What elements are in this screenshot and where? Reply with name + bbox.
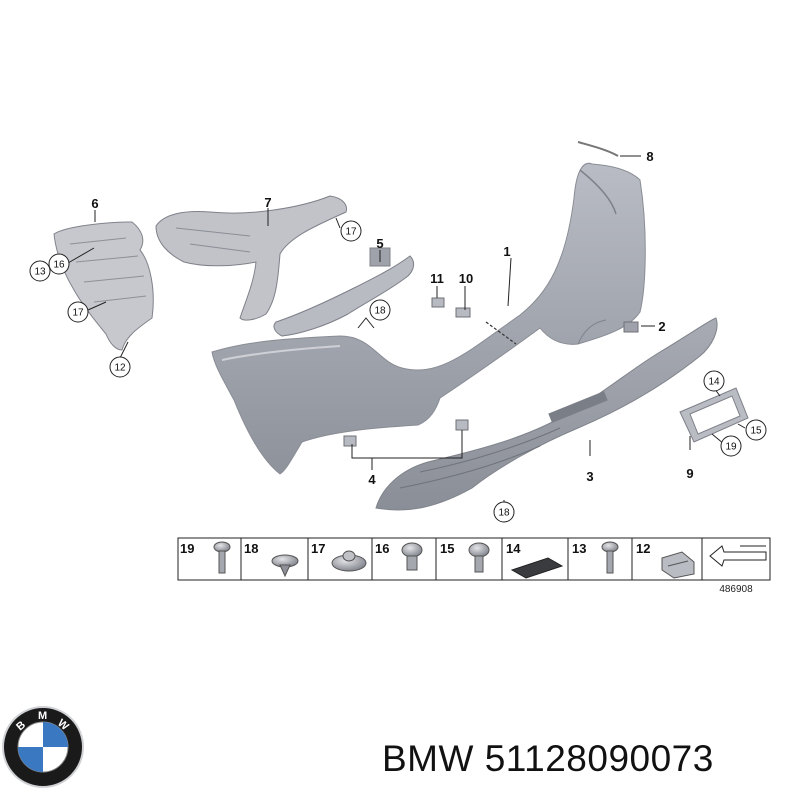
drawing-number: 486908 <box>719 584 753 595</box>
circled-callout-12: 12 <box>109 356 131 378</box>
strip-number-15: 15 <box>440 541 454 556</box>
callout-10: 10 <box>459 271 473 286</box>
foam-pad-14-icon <box>510 557 564 579</box>
exhaust-frame-part <box>679 387 749 443</box>
callout-8: 8 <box>646 149 653 164</box>
callout-3: 3 <box>586 469 593 484</box>
svg-text:18: 18 <box>374 306 386 317</box>
clip-nut-12-icon <box>661 551 695 579</box>
trim-strip-part <box>577 141 619 157</box>
callout-5: 5 <box>376 236 383 251</box>
svg-text:14: 14 <box>708 377 720 388</box>
bmw-logo: B M W <box>2 706 84 788</box>
strip-number-14: 14 <box>506 541 521 556</box>
small-clips <box>343 297 639 447</box>
callout-9: 9 <box>686 466 693 481</box>
screw-13-icon <box>601 541 619 574</box>
strip-number-18: 18 <box>244 541 258 556</box>
part-number: 51128090073 <box>484 738 714 779</box>
screw-16-icon <box>401 542 423 571</box>
callout-7: 7 <box>264 195 271 210</box>
callout-2: 2 <box>658 319 665 334</box>
svg-text:12: 12 <box>114 363 126 374</box>
svg-text:17: 17 <box>345 227 357 238</box>
circled-callout-13: 13 <box>29 260 51 282</box>
svg-text:18: 18 <box>498 508 510 519</box>
svg-text:17: 17 <box>72 308 84 319</box>
strip-number-19: 19 <box>180 541 194 556</box>
rear-diffuser-part <box>375 317 718 511</box>
strip-number-12: 12 <box>636 541 650 556</box>
circled-callout-15: 15 <box>745 419 767 441</box>
bumper-cover-part <box>211 162 646 475</box>
svg-text:16: 16 <box>53 260 65 271</box>
nut-18-icon <box>271 554 299 578</box>
circled-callout-17-left: 17 <box>67 301 89 323</box>
callout-labels: 1 2 3 4 5 6 7 8 9 10 11 <box>91 149 693 487</box>
fastener-strip: 19 18 17 16 15 14 13 12 <box>177 537 771 581</box>
callout-6: 6 <box>91 196 98 211</box>
strip-number-13: 13 <box>572 541 586 556</box>
svg-text:19: 19 <box>725 442 737 453</box>
circled-callout-17-right: 17 <box>340 220 362 242</box>
side-bracket-part <box>53 221 154 351</box>
circled-callout-19: 19 <box>720 435 742 457</box>
screw-15-icon <box>468 542 490 573</box>
callout-4: 4 <box>368 472 376 487</box>
strip-number-17: 17 <box>311 541 325 556</box>
brand-name: BMW <box>382 738 474 779</box>
circled-callout-18-bottom: 18 <box>493 501 515 523</box>
washer-nut-17-icon <box>331 550 367 572</box>
pointer-arrow-icon <box>709 545 767 567</box>
guide-strip-part <box>273 247 415 337</box>
center-bracket-part <box>155 195 347 321</box>
callout-1: 1 <box>503 244 510 259</box>
circled-callout-14: 14 <box>703 370 725 392</box>
circled-callout-18-top: 18 <box>369 299 391 321</box>
svg-text:M: M <box>38 710 47 722</box>
strip-number-16: 16 <box>375 541 389 556</box>
screw-19-icon <box>213 541 231 574</box>
svg-text:13: 13 <box>34 267 46 278</box>
callout-11: 11 <box>430 271 444 286</box>
part-caption: BMW 51128090073 <box>382 738 714 780</box>
circled-callout-16: 16 <box>48 253 70 275</box>
svg-text:15: 15 <box>750 426 762 437</box>
circled-callouts: 12 13 16 17 17 18 18 14 <box>29 220 767 523</box>
